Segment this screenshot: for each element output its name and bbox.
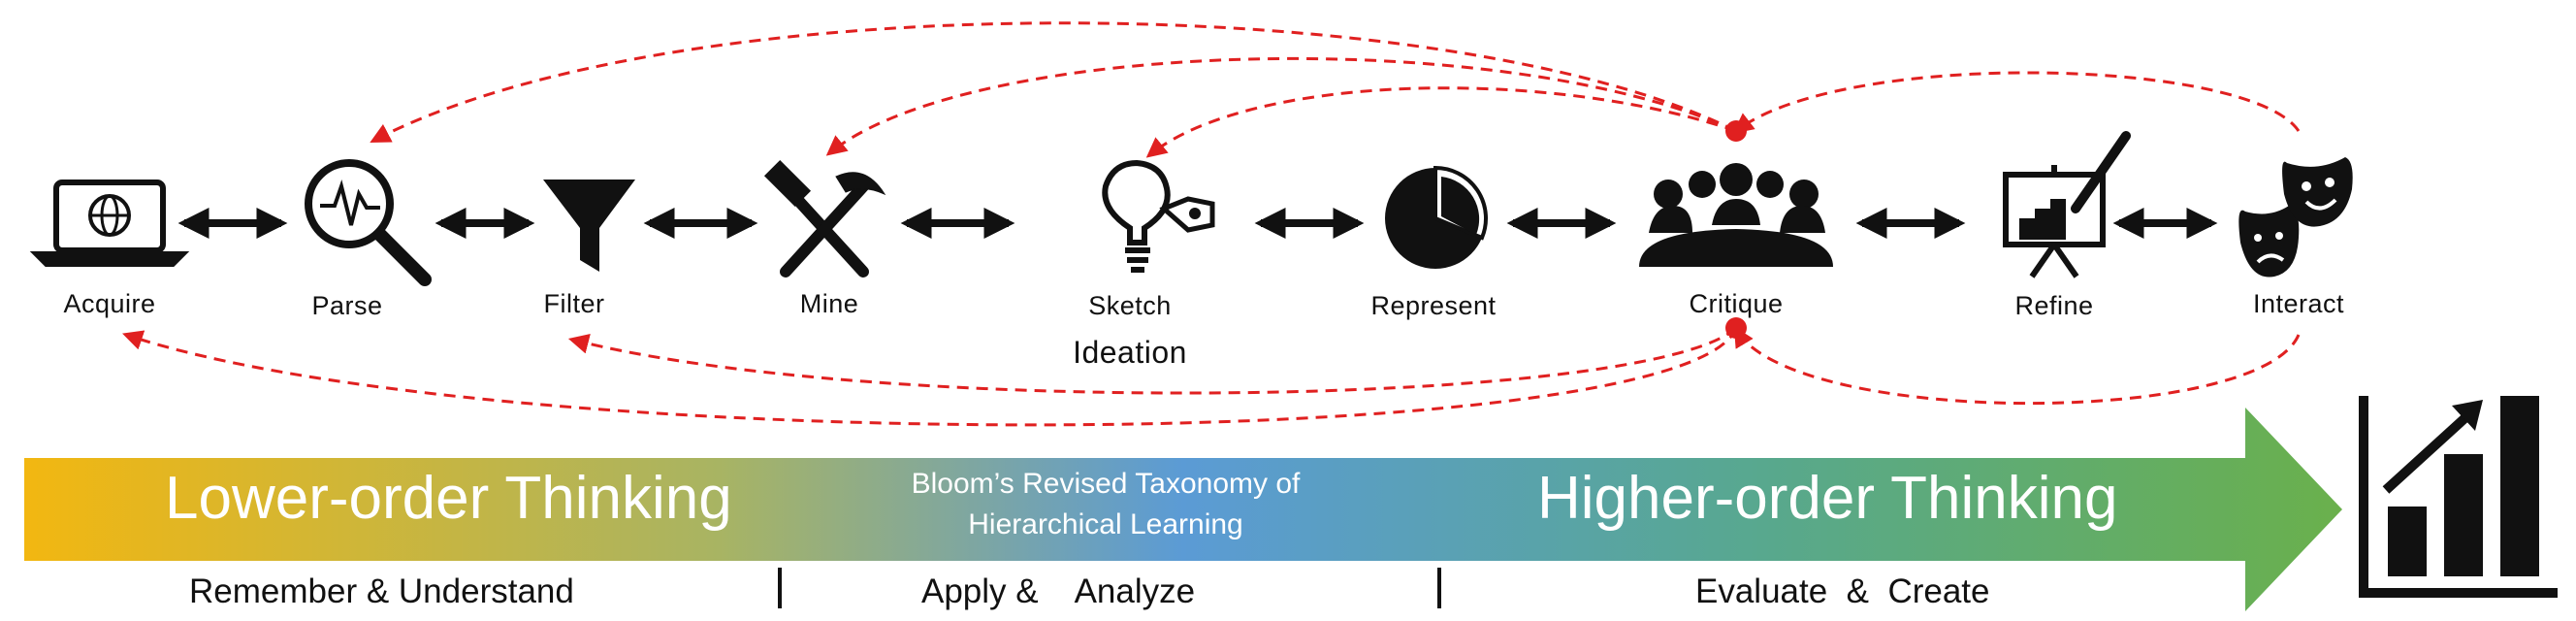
taxonomy-band-arrow xyxy=(24,408,2342,611)
bloom-taxonomy-line1: Bloom’s Revised Taxonomy of xyxy=(911,468,1301,500)
stage-label-sketch: Sketch xyxy=(1088,291,1172,320)
feedback-arrow-critique-to-filter xyxy=(567,326,1738,395)
stage-label-refine: Refine xyxy=(2014,291,2094,320)
stage-label-filter: Filter xyxy=(543,289,605,318)
bloom-taxonomy-title: Bloom’s Revised Taxonomy of Hierarchical… xyxy=(834,464,1377,545)
feedback-arrows xyxy=(122,21,2301,427)
stage-label-critique: Critique xyxy=(1689,289,1784,318)
feedback-arrow-critique-to-sketch xyxy=(1145,86,1737,158)
feedback-arrow-critique-to-parse xyxy=(370,21,1737,143)
feedback-arrow-interact-to-critique-bottom xyxy=(1733,326,2301,406)
stage-label-acquire: Acquire xyxy=(63,289,156,318)
pie-chart-icon xyxy=(1385,165,1488,269)
phase-separator-1 xyxy=(778,568,782,608)
people-meeting-icon xyxy=(1639,163,1833,267)
funnel-icon xyxy=(543,180,635,272)
stage-label-mine: Mine xyxy=(799,289,859,318)
phase-evaluate-create: Evaluate & Create xyxy=(1695,572,1990,610)
feedback-arrow-interact-to-critique xyxy=(1732,71,2301,134)
feedback-arrow-critique-to-acquire xyxy=(122,327,1738,427)
stage-sublabel-ideation: Ideation xyxy=(1073,335,1187,370)
presentation-board-icon xyxy=(2003,131,2131,278)
critique-top-node xyxy=(1725,120,1747,142)
lower-order-thinking-label: Lower-order Thinking xyxy=(165,465,732,532)
phase-separator-2 xyxy=(1437,568,1441,608)
laptop-globe-icon xyxy=(29,180,190,267)
growth-chart-icon xyxy=(2359,396,2558,598)
magnifier-signal-icon xyxy=(305,159,432,286)
lightbulb-tag-icon xyxy=(1102,159,1215,273)
feedback-arrow-critique-to-mine xyxy=(825,56,1737,156)
stage-label-interact: Interact xyxy=(2252,289,2345,318)
phase-remember-understand: Remember & Understand xyxy=(189,572,574,610)
higher-order-thinking-label: Higher-order Thinking xyxy=(1537,465,2118,532)
bloom-taxonomy-line2: Hierarchical Learning xyxy=(968,508,1243,540)
stage-label-represent: Represent xyxy=(1370,291,1497,320)
phase-apply-analyze: Apply & Analyze xyxy=(921,572,1196,610)
stage-label-parse: Parse xyxy=(311,291,383,320)
theater-masks-icon xyxy=(2238,157,2353,278)
critique-bottom-node xyxy=(1725,317,1747,339)
hammer-pickaxe-icon xyxy=(763,159,886,278)
